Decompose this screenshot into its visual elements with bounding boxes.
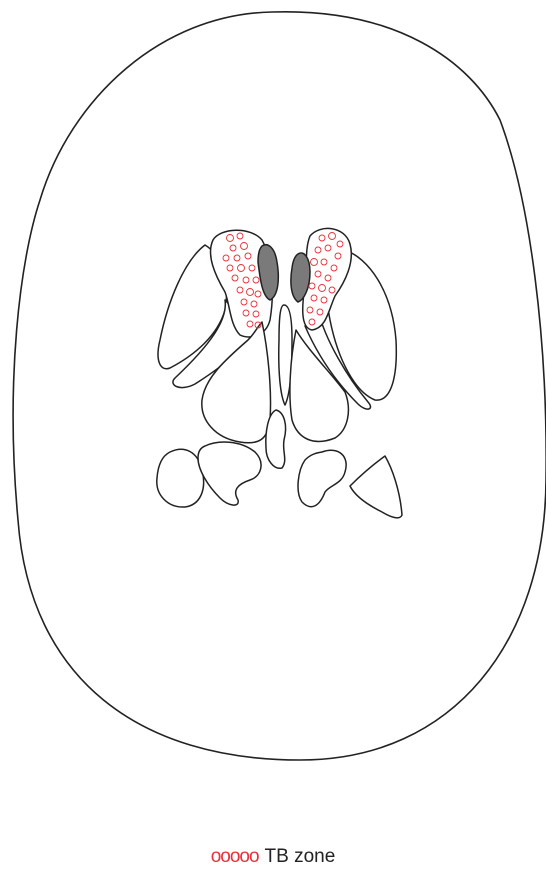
left-posterior-region [157,449,204,507]
right-occipital-region [350,456,402,518]
right-posterior-region [298,450,346,507]
legend: ooooo TB zone [0,846,546,868]
brain-axial-section-diagram [0,0,546,800]
third-ventricle-region [266,410,286,468]
legend-label: TB zone [265,846,336,867]
tb-zone-marker-icon: ooooo [211,846,259,867]
left-occipital-region [198,442,261,505]
